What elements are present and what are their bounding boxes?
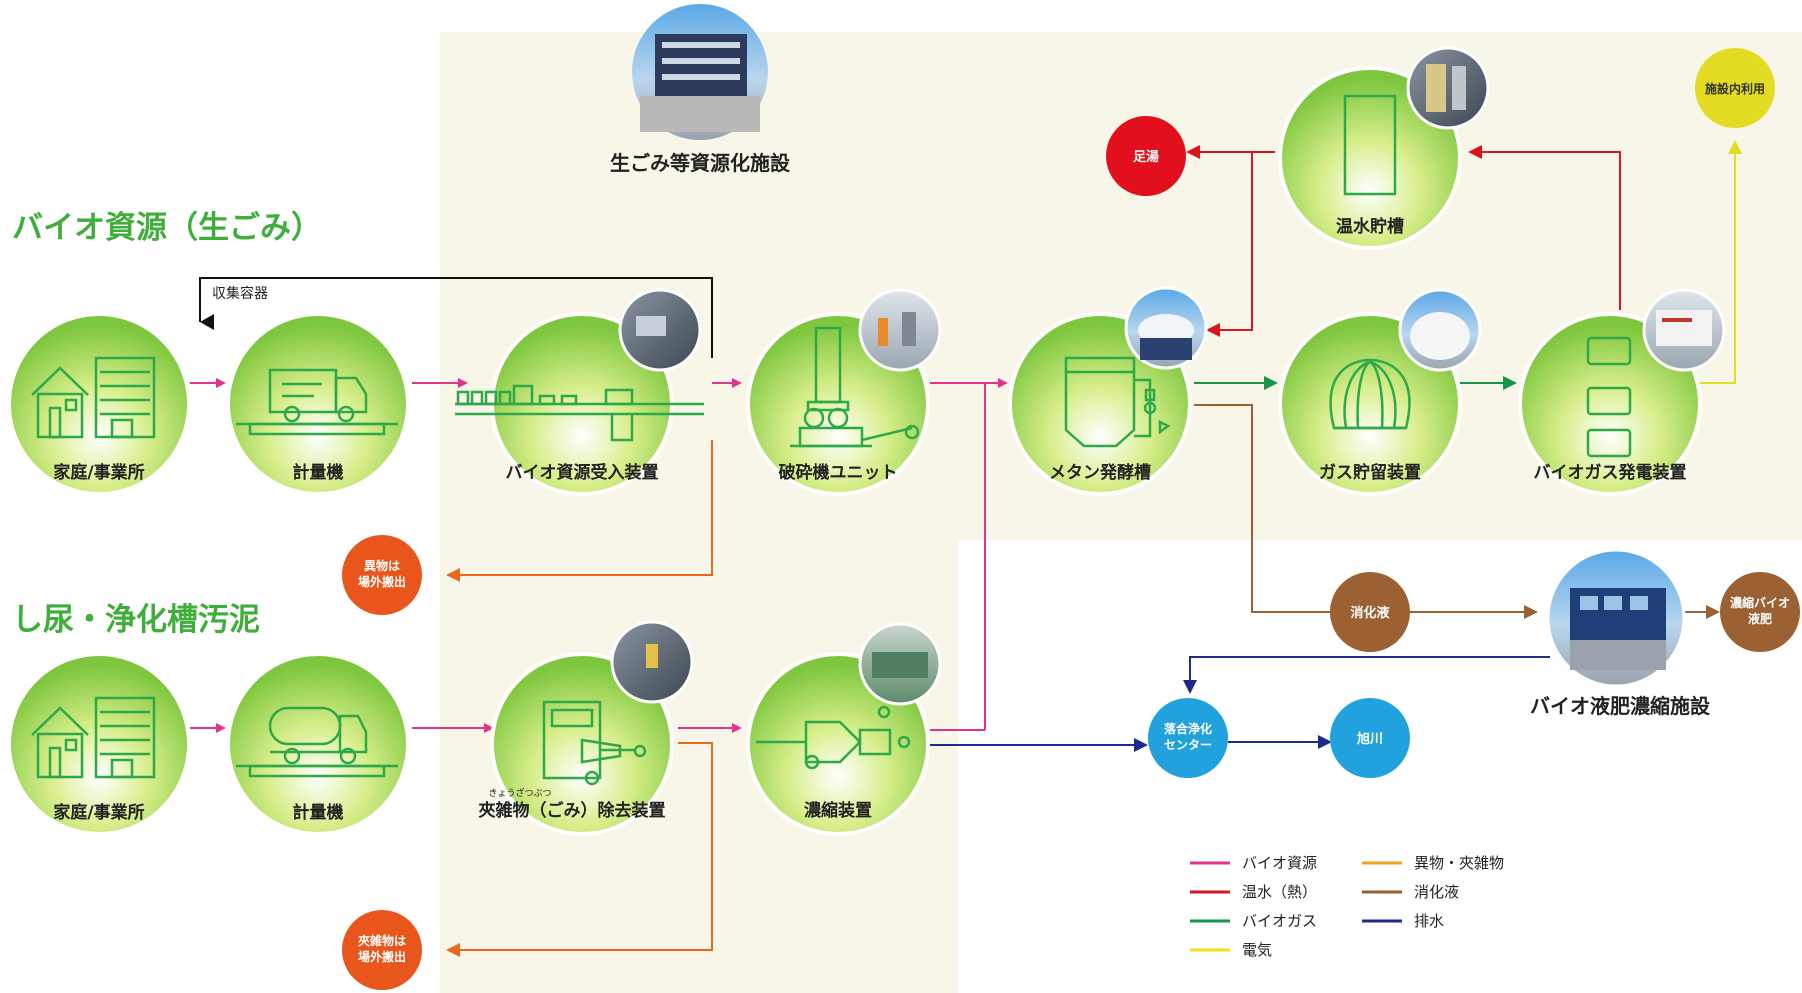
liquid-fert-line2: 液肥 bbox=[1748, 611, 1772, 626]
concentration-facility-title: バイオ液肥濃縮施設 bbox=[1530, 694, 1711, 718]
node-debris-ruby: きょうざつぶつ bbox=[488, 787, 551, 799]
fermenter-tank-icon bbox=[1064, 356, 1171, 448]
node-scale-1: 計量機 bbox=[226, 312, 410, 496]
asahikawa-badge: 旭川 bbox=[1330, 698, 1410, 778]
liquid-fertilizer-badge: 濃縮バイオ 液肥 bbox=[1720, 572, 1800, 652]
debris-out-line1: 夾雑物は bbox=[358, 933, 406, 948]
node-gas-storage-label: ガス貯留装置 bbox=[1319, 462, 1421, 483]
legend-label-3: 電気 bbox=[1242, 941, 1272, 959]
hot-water-tank-icon bbox=[1343, 94, 1397, 196]
node-scale-2: 計量機 bbox=[226, 652, 410, 836]
bio-section-title: バイオ資源（生ごみ） bbox=[12, 210, 322, 246]
footbath-badge: 足湯 bbox=[1106, 116, 1186, 196]
digestate-label: 消化液 bbox=[1350, 605, 1389, 621]
debris-out-line2: 場外搬出 bbox=[358, 949, 406, 964]
node-thickener: 濃縮装置 bbox=[746, 622, 942, 836]
foreign-matter-out-badge: 異物は 場外搬出 bbox=[342, 535, 422, 615]
node-generator-label: バイオガス発電装置 bbox=[1534, 462, 1687, 483]
node-receiver-label: バイオ資源受入装置 bbox=[506, 462, 659, 483]
in-facility-label: 施設内利用 bbox=[1705, 81, 1765, 96]
flow-concentration-wastewater bbox=[1183, 656, 1550, 694]
node-gas-storage: ガス貯留装置 bbox=[1278, 288, 1482, 496]
flow-foreign-out bbox=[446, 440, 713, 582]
node-scale1-label: 計量機 bbox=[293, 462, 344, 483]
gas-storage-photo bbox=[1398, 288, 1482, 372]
node-debris-remover: きょうざつぶつ 夾雑物（ごみ）除去装置 bbox=[479, 620, 694, 836]
receiver-photo bbox=[618, 288, 702, 372]
debris-remover-photo bbox=[610, 620, 694, 704]
node-methane-fermenter: メタン発酵槽 bbox=[1008, 286, 1208, 496]
node-hot-water-tank: 温水貯槽 bbox=[1278, 46, 1490, 250]
legend-label-6: 排水 bbox=[1414, 912, 1444, 930]
generator-photo bbox=[1642, 288, 1726, 372]
facility-title: 生ごみ等資源化施設 bbox=[610, 151, 791, 175]
node-home-office-2: 家庭/事業所 bbox=[7, 652, 191, 836]
node-home2-label: 家庭/事業所 bbox=[53, 802, 144, 823]
node-bio-receiver: バイオ資源受入装置 bbox=[455, 288, 704, 496]
crusher-icon bbox=[790, 326, 920, 448]
debris-remover-icon bbox=[542, 700, 647, 786]
foreign-out-line1: 異物は bbox=[364, 558, 400, 573]
truck-icon bbox=[236, 368, 398, 436]
thickener-icon bbox=[756, 705, 911, 770]
gas-holder-icon bbox=[1329, 358, 1411, 430]
node-biogas-generator: バイオガス発電装置 bbox=[1518, 288, 1726, 496]
ochiai-line1: 落合浄化 bbox=[1164, 721, 1212, 736]
house-office-icon-2 bbox=[31, 696, 156, 779]
container-label: 収集容器 bbox=[212, 285, 268, 302]
legend-label-5: 消化液 bbox=[1414, 883, 1459, 901]
legend-label-1: 温水（熱） bbox=[1242, 883, 1317, 901]
flow-generator-to-hotwater bbox=[1468, 145, 1621, 310]
node-crusher-label: 破砕機ユニット bbox=[779, 462, 898, 483]
thickener-photo bbox=[858, 622, 942, 706]
tanker-truck-icon bbox=[236, 706, 398, 778]
hot-water-photo bbox=[1406, 46, 1490, 130]
node-thickener-label: 濃縮装置 bbox=[804, 800, 872, 821]
node-home1-label: 家庭/事業所 bbox=[53, 462, 144, 483]
crusher-photo bbox=[858, 288, 942, 372]
node-hot-water-label: 温水貯槽 bbox=[1336, 216, 1404, 237]
node-crusher-unit: 破砕機ユニット bbox=[746, 288, 942, 496]
debris-out-badge: 夾雑物は 場外搬出 bbox=[342, 910, 422, 990]
methane-photo bbox=[1124, 286, 1208, 370]
in-facility-use-badge: 施設内利用 bbox=[1695, 48, 1775, 128]
ochiai-line2: センター bbox=[1164, 738, 1212, 752]
concentration-facility-photo bbox=[1546, 548, 1686, 688]
foreign-out-line2: 場外搬出 bbox=[358, 574, 406, 589]
sludge-section-title: し尿・浄化槽汚泥 bbox=[12, 602, 260, 638]
node-debris-label: 夾雑物（ごみ）除去装置 bbox=[479, 800, 666, 821]
flow-electricity bbox=[1700, 140, 1742, 384]
flow-container-return bbox=[199, 277, 713, 358]
asahikawa-label: 旭川 bbox=[1356, 731, 1383, 747]
legend-label-4: 異物・夾雑物 bbox=[1414, 854, 1504, 872]
flow-hotwater-to-methane bbox=[1206, 152, 1253, 337]
ochiai-center-badge: 落合浄化 センター bbox=[1148, 698, 1228, 778]
node-home-office-1: 家庭/事業所 bbox=[7, 312, 191, 496]
house-office-icon bbox=[31, 356, 156, 439]
generator-icon bbox=[1586, 336, 1632, 458]
legend-label-0: バイオ資源 bbox=[1242, 854, 1317, 872]
flow-debris-out bbox=[446, 742, 713, 957]
digestate-badge: 消化液 bbox=[1330, 572, 1410, 652]
legend-label-2: バイオガス bbox=[1242, 912, 1317, 930]
node-scale2-label: 計量機 bbox=[293, 802, 344, 823]
liquid-fert-line1: 濃縮バイオ bbox=[1730, 595, 1790, 610]
node-methane-label: メタン発酵槽 bbox=[1049, 462, 1151, 483]
facility-building-photo bbox=[632, 4, 768, 140]
footbath-label: 足湯 bbox=[1133, 149, 1159, 165]
conveyor-icon bbox=[455, 384, 704, 442]
